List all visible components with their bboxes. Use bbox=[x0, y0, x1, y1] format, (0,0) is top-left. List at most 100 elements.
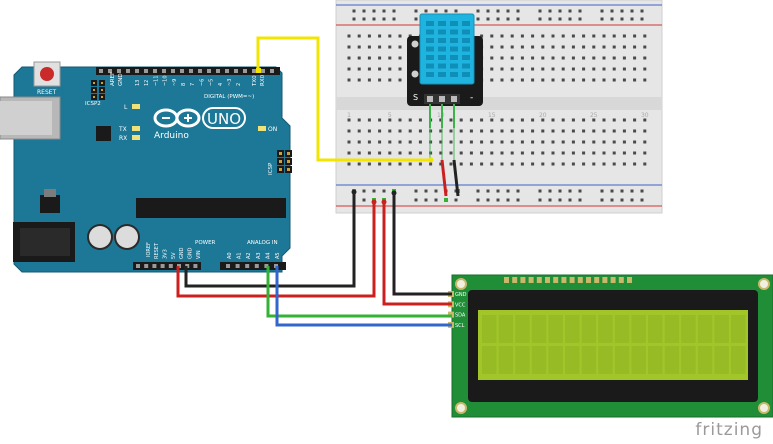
grille-slot bbox=[462, 55, 470, 60]
breadboard-hole bbox=[439, 129, 443, 133]
breadboard-hole bbox=[541, 129, 545, 133]
sensor-minus-label: - bbox=[470, 93, 473, 103]
breadboard-hole bbox=[449, 140, 453, 144]
header-hole bbox=[270, 69, 274, 73]
breadboard-hole bbox=[378, 56, 382, 60]
breadboard-hole bbox=[602, 118, 606, 122]
icsp-pin-core bbox=[279, 160, 282, 163]
digital-pin-label: 4 bbox=[218, 83, 224, 86]
lcd-header-pin bbox=[627, 277, 632, 283]
breadboard-hole bbox=[582, 34, 586, 38]
icsp2-pin-core bbox=[101, 96, 103, 98]
grille-slot bbox=[438, 46, 446, 52]
breadboard-hole bbox=[633, 67, 637, 71]
icsp-pin-core bbox=[279, 152, 282, 155]
header-hole bbox=[171, 69, 175, 73]
breadboard-hole bbox=[388, 118, 392, 122]
analog-pin-label: A3 bbox=[256, 252, 262, 259]
breadboard-hole bbox=[531, 56, 535, 60]
grille-slot bbox=[450, 63, 458, 69]
icsp2-pin-core bbox=[93, 82, 95, 84]
grille-slot bbox=[450, 21, 458, 26]
breadboard-hole bbox=[459, 162, 463, 166]
breadboard-hole bbox=[531, 140, 535, 144]
breadboard-hole bbox=[592, 129, 596, 133]
header-hole bbox=[245, 264, 250, 268]
breadboard-hole bbox=[490, 45, 494, 49]
row-label: 10 bbox=[437, 112, 445, 119]
breadboard-hole bbox=[531, 118, 535, 122]
breadboard-hole bbox=[398, 78, 402, 82]
digital-pin-label: ~3 bbox=[227, 79, 233, 86]
row-label: 25 bbox=[590, 112, 598, 119]
breadboard-hole bbox=[622, 140, 626, 144]
rail-hole bbox=[538, 17, 542, 21]
breadboard-hole bbox=[582, 140, 586, 144]
lcd-char-cell bbox=[531, 315, 547, 343]
power-pin-label: RESET bbox=[154, 242, 160, 259]
rail-hole bbox=[538, 9, 542, 13]
icsp2-pin-core bbox=[101, 89, 103, 91]
breadboard-hole bbox=[408, 162, 412, 166]
breadboard-hole bbox=[388, 78, 392, 82]
breadboard-hole bbox=[347, 67, 351, 71]
breadboard-hole bbox=[633, 56, 637, 60]
breadboard-hole bbox=[347, 140, 351, 144]
breadboard-hole bbox=[510, 34, 514, 38]
breadboard-hole bbox=[541, 78, 545, 82]
breadboard-hole bbox=[592, 34, 596, 38]
breadboard-hole bbox=[439, 118, 443, 122]
breadboard-hole bbox=[418, 151, 422, 155]
rail-hole bbox=[476, 17, 480, 21]
lcd-char-cell bbox=[581, 346, 597, 374]
breadboard-hole bbox=[561, 162, 565, 166]
rail-hole bbox=[486, 189, 490, 193]
breadboard-hole bbox=[480, 140, 484, 144]
breadboard-hole bbox=[388, 151, 392, 155]
rail-hole bbox=[568, 189, 572, 193]
wire-sensor-gnd bbox=[452, 159, 460, 197]
breadboard-hole bbox=[571, 151, 575, 155]
lcd-char-cell bbox=[565, 315, 580, 343]
breadboard-hole bbox=[622, 129, 626, 133]
digital-pin-label: 8 bbox=[181, 83, 187, 86]
breadboard-hole bbox=[592, 78, 596, 82]
breadboard-hole bbox=[571, 34, 575, 38]
lcd-header-pin bbox=[536, 277, 542, 283]
breadboard-hole bbox=[398, 56, 402, 60]
rail-hole bbox=[548, 189, 552, 193]
breadboard-hole bbox=[520, 129, 524, 133]
rail-hole bbox=[476, 189, 480, 193]
grille-slot bbox=[426, 46, 434, 52]
header-hole bbox=[153, 69, 157, 73]
dht11-sensor-module: S - bbox=[407, 13, 483, 160]
breadboard-hole bbox=[633, 129, 637, 133]
lcd-header-pin bbox=[586, 277, 591, 283]
rail-hole bbox=[610, 198, 614, 202]
lcd-header-pin bbox=[520, 277, 526, 283]
rail-hole bbox=[486, 17, 490, 21]
rail-hole bbox=[486, 198, 490, 202]
breadboard-hole bbox=[633, 45, 637, 49]
lcd-char-cell bbox=[697, 315, 713, 343]
grille-slot bbox=[450, 29, 458, 35]
lcd-char-cell bbox=[664, 315, 680, 343]
rail-hole bbox=[558, 9, 562, 13]
rail-hole bbox=[620, 17, 624, 21]
rail-hole bbox=[610, 189, 614, 193]
rail-hole bbox=[620, 189, 624, 193]
rail-hole bbox=[382, 17, 386, 21]
header-hole bbox=[135, 69, 139, 73]
header-hole bbox=[160, 264, 165, 268]
power-pin-label: GND bbox=[179, 247, 185, 259]
led-l-label: L bbox=[124, 104, 128, 111]
rail-hole bbox=[372, 17, 376, 21]
breadboard-hole bbox=[582, 129, 586, 133]
breadboard-hole bbox=[571, 118, 575, 122]
breadboard-hole bbox=[367, 140, 371, 144]
rail-hole bbox=[516, 189, 520, 193]
rail-hole bbox=[548, 198, 552, 202]
breadboard-hole bbox=[602, 129, 606, 133]
rail-hole bbox=[600, 17, 604, 21]
